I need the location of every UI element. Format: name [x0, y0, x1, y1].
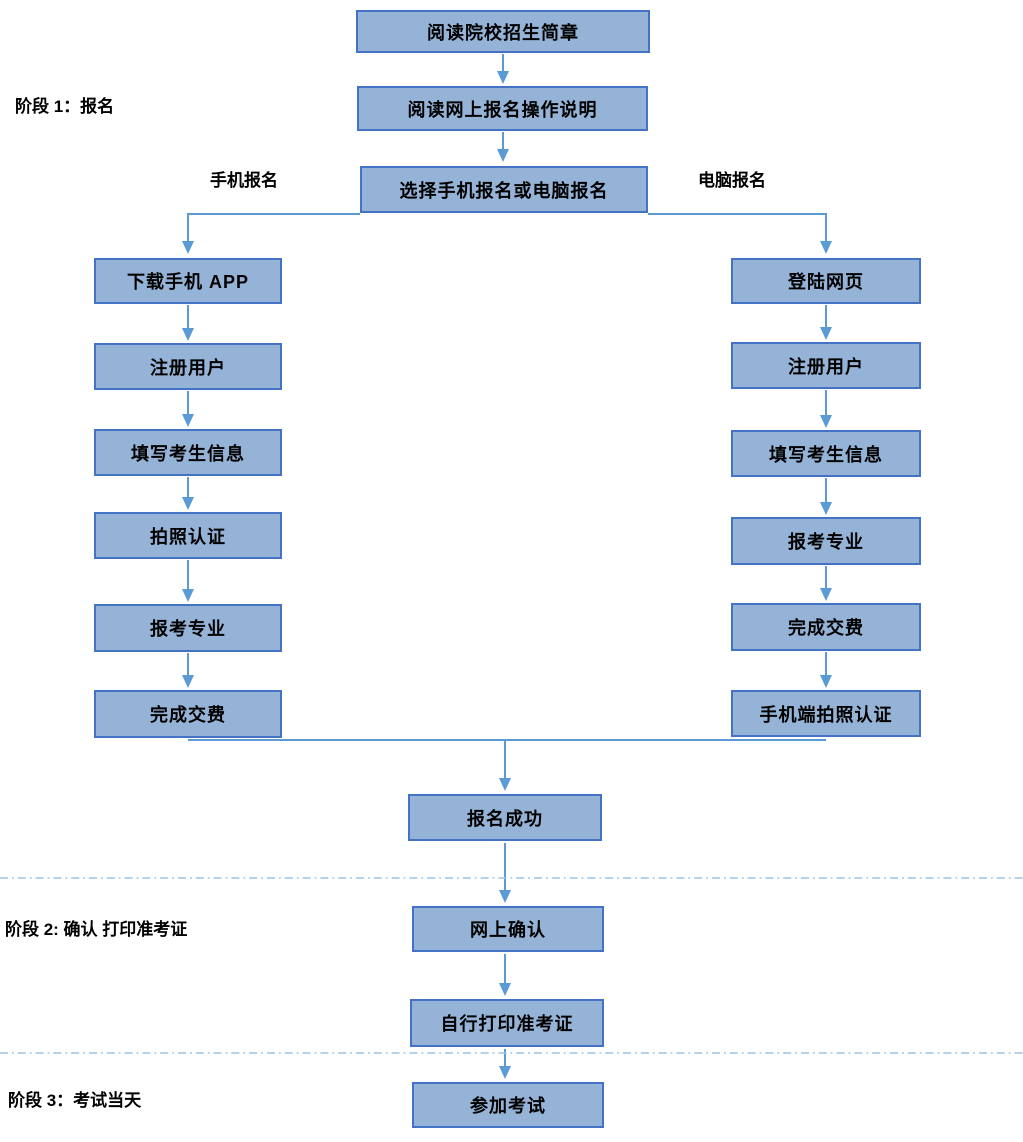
phase-2-label: 阶段 2: 确认 打印准考证	[5, 920, 188, 939]
node-login-web: 登陆网页	[731, 258, 921, 304]
node-register-success: 报名成功	[408, 794, 602, 841]
node-read-brochure: 阅读院校招生简章	[356, 10, 650, 53]
node-fill-info-mobile: 填写考生信息	[94, 429, 282, 476]
phase-1-label: 阶段 1：报名	[15, 97, 115, 116]
node-choose-method: 选择手机报名或电脑报名	[360, 166, 648, 213]
phase-3-label: 阶段 3：考试当天	[8, 1091, 142, 1110]
node-apply-major-pc: 报考专业	[731, 517, 921, 565]
node-fill-info-pc: 填写考生信息	[731, 430, 921, 477]
node-pay-pc: 完成交费	[731, 603, 921, 651]
node-phone-photo-auth: 手机端拍照认证	[731, 690, 921, 737]
node-apply-major-mobile: 报考专业	[94, 604, 282, 652]
pc-branch-label: 电脑报名	[698, 171, 766, 190]
node-print-admission-ticket: 自行打印准考证	[410, 999, 604, 1047]
node-take-exam: 参加考试	[412, 1082, 604, 1128]
node-register-user-pc: 注册用户	[731, 342, 921, 389]
node-photo-auth-mobile: 拍照认证	[94, 512, 282, 559]
node-online-confirm: 网上确认	[412, 906, 604, 952]
mobile-branch-label: 手机报名	[210, 171, 278, 190]
node-download-app: 下载手机 APP	[94, 258, 282, 304]
node-pay-mobile: 完成交费	[94, 690, 282, 738]
node-register-user-mobile: 注册用户	[94, 343, 282, 390]
node-read-instructions: 阅读网上报名操作说明	[357, 86, 648, 131]
